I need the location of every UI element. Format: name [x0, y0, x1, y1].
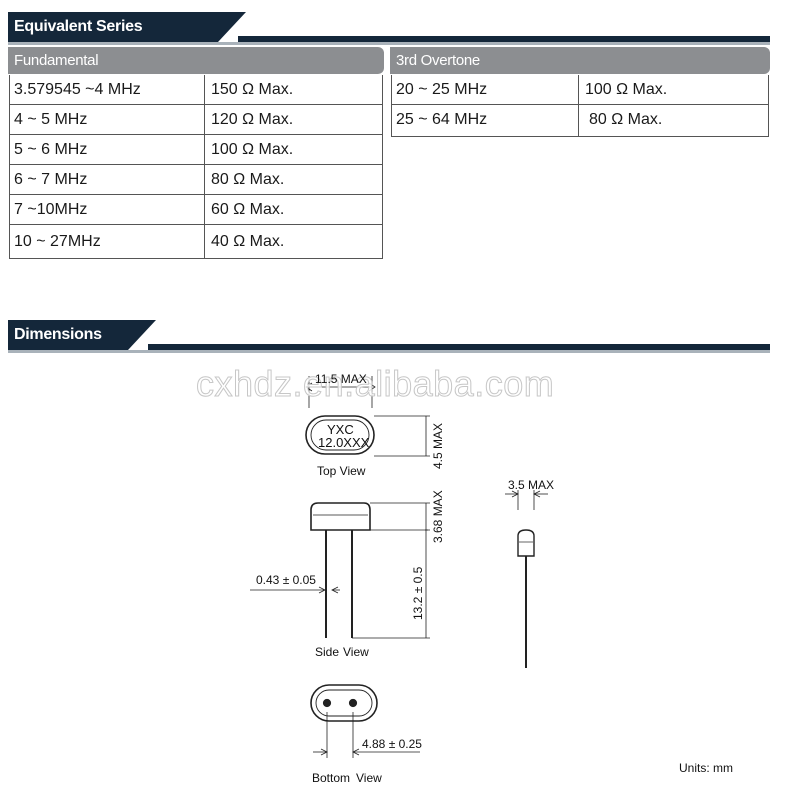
bottom-view-caption-view: View: [356, 771, 382, 785]
overtone-table: 20 ~ 25 MHz 100 Ω Max. 25 ~ 64 MHz 80 Ω …: [391, 75, 769, 137]
side-view-drawing: [250, 502, 430, 639]
bottom-view-caption-bottom: Bottom: [312, 771, 351, 785]
table-row: 20 ~ 25 MHz 100 Ω Max.: [392, 75, 768, 105]
units-label: Units: mm: [679, 761, 733, 775]
lead-diameter-label: 0.43 ± 0.05: [256, 573, 316, 587]
dimensions-header-rule: [148, 344, 770, 350]
esr-header-rule-grey: [8, 42, 770, 45]
esr-cell: 100 Ω Max.: [204, 135, 293, 164]
marking-line-2: 12.0XXX: [318, 435, 370, 450]
esr-cell: 80 Ω Max.: [578, 105, 662, 136]
freq-cell: 4 ~ 5 MHz: [14, 111, 88, 128]
freq-cell: 3.579545 ~4 MHz: [14, 81, 141, 98]
bottom-view-pitch-label: 4.88 ± 0.25: [362, 737, 422, 751]
fundamental-heading: Fundamental: [8, 47, 384, 74]
freq-cell: 6 ~ 7 MHz: [14, 171, 88, 188]
esr-cell: 150 Ω Max.: [204, 75, 293, 104]
overtone-heading: 3rd Overtone: [390, 47, 770, 74]
freq-cell: 20 ~ 25 MHz: [396, 81, 488, 98]
esr-cell: 80 Ω Max.: [204, 165, 284, 194]
watermark: cxhdz.en.alibaba.com: [195, 363, 555, 405]
table-row: 3.579545 ~4 MHz 150 Ω Max.: [10, 75, 382, 105]
freq-cell: 5 ~ 6 MHz: [14, 141, 88, 158]
fundamental-table: 3.579545 ~4 MHz 150 Ω Max. 4 ~ 5 MHz 120…: [9, 75, 383, 259]
freq-cell: 7 ~10MHz: [14, 201, 88, 218]
side-view-caption-side: Side: [315, 645, 340, 659]
top-view-drawing: [305, 376, 430, 457]
table-row: 5 ~ 6 MHz 100 Ω Max.: [10, 135, 382, 165]
esr-cell: 40 Ω Max.: [204, 225, 284, 258]
bottom-view-drawing: [310, 684, 420, 758]
marking-line-1: YXC: [327, 422, 354, 437]
esr-cell: 120 Ω Max.: [204, 105, 293, 134]
end-view-thickness-label: 3.5 MAX: [508, 478, 555, 492]
dimensions-section-header: Dimensions: [8, 320, 770, 353]
top-view-caption: Top View: [317, 464, 366, 478]
esr-cell: 60 Ω Max.: [204, 195, 284, 224]
freq-cell: 25 ~ 64 MHz: [396, 111, 488, 128]
end-view-drawing: [505, 490, 548, 668]
side-view-body-height-label: 3.68 MAX: [431, 490, 445, 543]
table-row: 4 ~ 5 MHz 120 Ω Max.: [10, 105, 382, 135]
dimensions-header-rule-grey: [8, 350, 770, 353]
esr-cell: 100 Ω Max.: [578, 75, 667, 104]
freq-cell: 10 ~ 27MHz: [14, 233, 101, 250]
side-view-lead-length-label: 13.2 ± 0.5: [411, 566, 425, 620]
table-row: 7 ~10MHz 60 Ω Max.: [10, 195, 382, 225]
esr-header-rule: [238, 36, 770, 42]
top-view-height-label: 4.5 MAX: [431, 422, 445, 469]
top-view-width-label: 11.5 MAX: [315, 372, 367, 386]
dimensions-title: Dimensions: [8, 320, 128, 350]
table-row: 6 ~ 7 MHz 80 Ω Max.: [10, 165, 382, 195]
side-view-caption-view: View: [343, 645, 369, 659]
table-row: 25 ~ 64 MHz 80 Ω Max.: [392, 105, 768, 136]
table-row: 10 ~ 27MHz 40 Ω Max.: [10, 225, 382, 258]
